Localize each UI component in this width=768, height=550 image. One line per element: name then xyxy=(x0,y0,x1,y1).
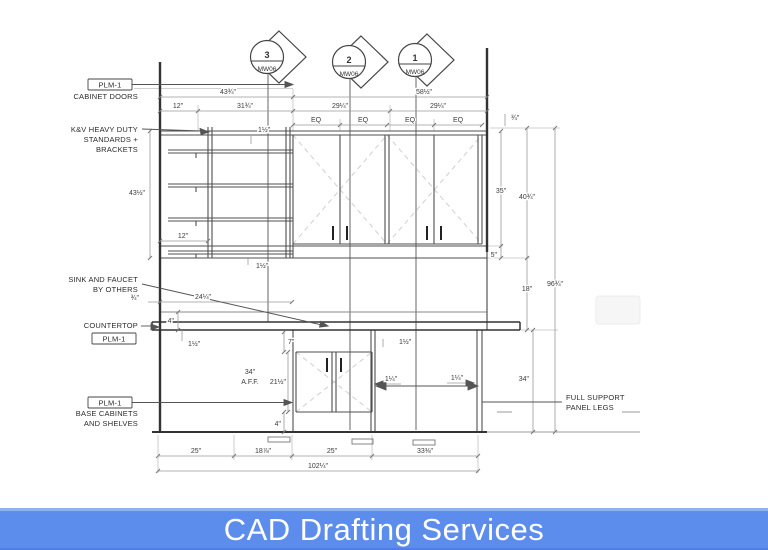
callout-pennants: 3 MW06 2 MW06 1 MW06 xyxy=(249,30,455,89)
door-handles xyxy=(326,226,442,372)
callout-1: 1 MW06 xyxy=(397,33,455,87)
dim-base-7: 7" xyxy=(288,339,295,346)
support-label-line1: FULL SUPPORT xyxy=(566,393,625,402)
dim-base-34: 34" xyxy=(519,376,530,383)
countertop-band xyxy=(151,321,521,331)
cad-drawing-canvas: 3 MW06 2 MW06 1 MW06 PLM-1 CABINET DOORS… xyxy=(68,30,641,474)
cabinet-geometry xyxy=(160,127,487,432)
callout-2-sheet: MW06 xyxy=(340,71,359,78)
dim-upper-35: 35" xyxy=(496,188,507,195)
sink-label-line2: BY OTHERS xyxy=(93,285,138,294)
plm1-tag-base: PLM-1 xyxy=(98,399,121,408)
dim-base-1q-b: 1¼" xyxy=(451,375,464,382)
callout-3: 3 MW06 xyxy=(249,30,307,84)
dim-valance-5: 5" xyxy=(491,252,498,259)
base-label-line1: BASE CABINETS xyxy=(76,409,138,418)
dim-eq-2: EQ xyxy=(358,117,369,124)
dim-aff-label: A.F.F. xyxy=(241,379,259,386)
watermark xyxy=(595,295,641,325)
extension-lines xyxy=(134,88,560,473)
dim-toe-4: 4" xyxy=(275,421,282,428)
dim-eq-3: EQ xyxy=(405,117,416,124)
dim-shelf-1half: 1½" xyxy=(256,262,269,270)
dim-upper-12: 12" xyxy=(173,103,184,110)
dim-upper-29b: 29¼" xyxy=(430,103,447,110)
plm1-tag-top: PLM-1 xyxy=(98,81,121,90)
dim-panel-3q: ¾" xyxy=(511,115,520,122)
dim-shelf-height: 43½" xyxy=(129,189,146,197)
dim-base-21: 21½" xyxy=(270,378,287,386)
banner: CAD Drafting Services xyxy=(0,508,768,550)
dim-base-1half: 1½" xyxy=(399,338,412,346)
dim-counter-24: 24¼" xyxy=(195,294,212,301)
dimension-texts: 43¾" 58½" 12" 31¾" 29¼" 29¼" EQ EQ EQ EQ… xyxy=(128,87,565,472)
kv-label-line2: STANDARDS + xyxy=(84,135,139,144)
plm1-tag-box-top xyxy=(87,78,133,91)
callout-2-number: 2 xyxy=(346,55,351,65)
dim-bottom-total: 102¼" xyxy=(308,463,329,470)
base-label-line2: AND SHELVES xyxy=(84,419,138,428)
dim-bottom-187: 18⅞" xyxy=(255,448,272,455)
dim-overall-96: 96¾" xyxy=(547,281,564,288)
dim-upper-29a: 29¼" xyxy=(332,103,349,110)
dim-splash-18: 18" xyxy=(522,286,533,293)
door-swing-dashes xyxy=(292,134,483,413)
dim-upper-31: 31¾" xyxy=(237,103,254,110)
dim-eq-1: EQ xyxy=(311,117,322,124)
annotation-labels: PLM-1 CABINET DOORS K&V HEAVY DUTY STAND… xyxy=(68,81,625,429)
sink-leader-line xyxy=(141,283,323,326)
countertop-label: COUNTERTOP xyxy=(84,321,138,330)
dim-eq-4: EQ xyxy=(453,117,464,124)
callout-3-sheet: MW06 xyxy=(258,66,277,73)
dim-bottom-333: 33⅜" xyxy=(417,448,434,455)
plm1-tag-counter: PLM-1 xyxy=(102,335,125,344)
dimension-ticks xyxy=(147,94,558,474)
callout-3-number: 3 xyxy=(264,50,269,60)
dim-bottom-25b: 25" xyxy=(327,448,338,455)
sink-label-line1: SINK AND FAUCET xyxy=(68,275,138,284)
banner-title: CAD Drafting Services xyxy=(223,511,545,547)
dim-top-1half: 1½" xyxy=(258,126,271,134)
dim-base-1q-a: 1¼" xyxy=(385,376,398,383)
plm1-tag-box-counter xyxy=(91,332,137,345)
dim-counter-4: 4" xyxy=(168,318,175,325)
dim-upper-40: 40¾" xyxy=(519,194,536,201)
cabinet-feet xyxy=(267,436,436,446)
callout-1-number: 1 xyxy=(412,53,417,63)
dim-shelf-12: 12" xyxy=(178,233,189,240)
kv-label-line3: BRACKETS xyxy=(96,145,138,154)
kv-label-line1: K&V HEAVY DUTY xyxy=(71,125,138,134)
plm1-tag-box-base xyxy=(87,396,133,409)
dimension-lines xyxy=(148,96,556,472)
dim-bottom-25a: 25" xyxy=(191,448,202,455)
cabinet-doors-label: CABINET DOORS xyxy=(73,92,138,101)
callout-leader-lines xyxy=(267,74,417,430)
leader-lines xyxy=(132,80,562,407)
dim-aff-34: 34" xyxy=(245,369,256,376)
plm-tags xyxy=(87,78,137,409)
callout-1-sheet: MW06 xyxy=(406,69,425,76)
dim-counter-1half: 1½" xyxy=(188,340,201,348)
support-label-line2: PANEL LEGS xyxy=(566,403,614,412)
callout-2: 2 MW06 xyxy=(331,35,389,89)
walls-and-floor xyxy=(152,48,640,433)
dim-counter-3q: ¾" xyxy=(131,295,140,302)
dim-top-left: 43¾" xyxy=(220,89,237,96)
dim-top-right: 58½" xyxy=(416,88,433,96)
